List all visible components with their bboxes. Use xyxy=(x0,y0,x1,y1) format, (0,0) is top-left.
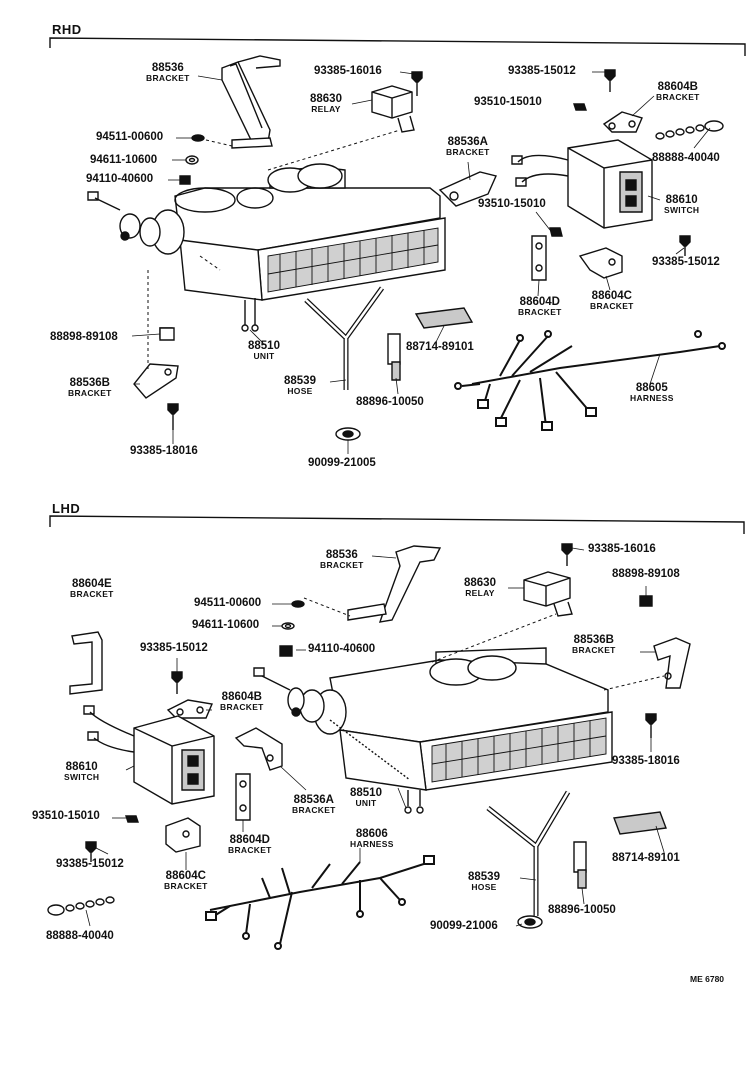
lhd-bracket-88604C xyxy=(166,818,200,852)
rhd-callout-94611-10600: 94611-10600 xyxy=(90,154,158,166)
lhd-relay-88630 xyxy=(524,572,572,616)
rhd-section-title: RHD xyxy=(52,22,82,37)
rhd-bracket-88604D xyxy=(532,236,546,280)
rhd-clamp-88896 xyxy=(388,334,400,380)
rhd-relay-88630 xyxy=(372,86,414,132)
lhd-callout-88896-10050: 88896-10050 xyxy=(548,904,616,916)
rhd-bracket-88604C xyxy=(580,248,622,278)
rhd-callout-88888-40040: 88888-40040 xyxy=(652,152,720,164)
lhd-bracket-88536B xyxy=(654,638,690,688)
lhd-bracket-88604B xyxy=(168,700,212,718)
lhd-callout-93385-18016: 93385-18016 xyxy=(612,755,680,767)
rhd-callout-94110-40600: 94110-40600 xyxy=(86,173,154,185)
rhd-callout-93385-15012-right: 93385-15012 xyxy=(652,256,720,268)
lhd-unit-88510 xyxy=(330,648,612,813)
lhd-switch-88610 xyxy=(84,706,214,804)
lhd-callout-leaders xyxy=(86,548,664,926)
lhd-bracket-88604E xyxy=(70,632,102,694)
rhd-switch-88610 xyxy=(512,140,652,228)
lhd-callout-90099-21006: 90099-21006 xyxy=(430,920,498,932)
lhd-clamp-88896 xyxy=(574,842,586,888)
lhd-callout-88714-89101: 88714-89101 xyxy=(612,852,680,864)
rhd-callout-93385-16016: 93385-16016 xyxy=(314,65,382,77)
rhd-blower-motor xyxy=(88,192,184,254)
rhd-pad-88714 xyxy=(416,308,472,328)
lhd-callout-93510-15010: 93510-15010 xyxy=(32,810,100,822)
lhd-fuse-string-88888 xyxy=(48,897,114,915)
rhd-bracket-88536 xyxy=(222,56,280,148)
lhd-callout-93385-16016: 93385-16016 xyxy=(588,543,656,555)
lhd-small-hardware xyxy=(86,544,656,928)
lhd-callout-93385-15012-lower: 93385-15012 xyxy=(56,858,124,870)
lhd-callout-88898-89108: 88898-89108 xyxy=(612,568,680,580)
lhd-blower-motor xyxy=(254,668,410,780)
lhd-pad-88714 xyxy=(614,812,666,834)
rhd-bracket-88604B xyxy=(604,112,642,132)
rhd-clip-88898 xyxy=(160,328,174,340)
rhd-callout-leaders xyxy=(132,72,710,454)
rhd-harness-88605 xyxy=(455,331,725,430)
lhd-callout-94110-40600: 94110-40600 xyxy=(308,643,376,655)
rhd-hose-88539 xyxy=(306,288,382,390)
rhd-callout-93510-15010-top: 93510-15010 xyxy=(474,96,542,108)
rhd-dashed-leaders xyxy=(148,130,400,372)
rhd-bracket-88536B xyxy=(134,364,178,398)
rhd-callout-88896-10050: 88896-10050 xyxy=(356,396,424,408)
lhd-section-title: LHD xyxy=(52,501,81,516)
rhd-callout-88714-89101: 88714-89101 xyxy=(406,341,474,353)
lhd-callout-93385-15012-left: 93385-15012 xyxy=(140,642,208,654)
lhd-hose-88539 xyxy=(488,792,568,916)
lhd-callout-94611-10600: 94611-10600 xyxy=(192,619,260,631)
rhd-callout-94511-00600: 94511-00600 xyxy=(96,131,164,143)
rhd-unit-88510 xyxy=(175,164,445,331)
rhd-callout-90099-21005: 90099-21005 xyxy=(308,457,376,469)
rhd-callout-93510-15010-mid: 93510-15010 xyxy=(478,198,546,210)
lhd-bracket-88536 xyxy=(348,546,440,622)
rhd-callout-93385-18016: 93385-18016 xyxy=(130,445,198,457)
rhd-callout-93385-15012-top: 93385-15012 xyxy=(508,65,576,77)
rhd-section-frame xyxy=(50,38,745,56)
rhd-callout-88898-89108: 88898-89108 xyxy=(50,331,118,343)
lhd-bracket-88536A xyxy=(236,728,282,770)
figure-reference-code: ME 6780 xyxy=(690,974,725,984)
lhd-bracket-88604D xyxy=(236,774,250,820)
rhd-fuse-string-88888 xyxy=(656,121,723,139)
lhd-harness-88606 xyxy=(206,856,434,949)
lhd-callout-94511-00600: 94511-00600 xyxy=(194,597,262,609)
lhd-section-frame xyxy=(50,516,744,534)
rhd-bracket-88536A xyxy=(440,172,496,206)
lhd-dashed-leaders xyxy=(304,598,664,690)
lhd-callout-88888-40040: 88888-40040 xyxy=(46,930,114,942)
